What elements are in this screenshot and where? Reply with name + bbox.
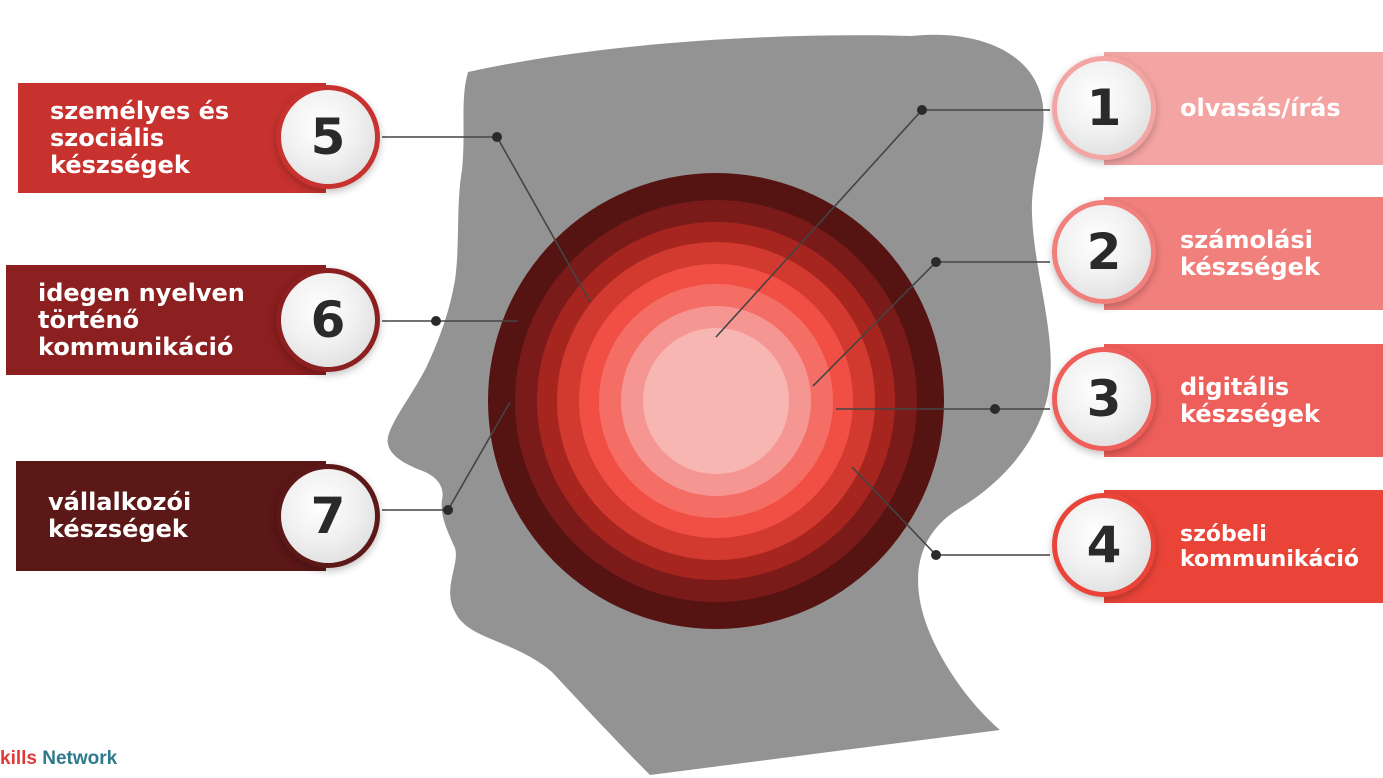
- logo-text-part-2: Network: [42, 748, 117, 769]
- network-logo-text: kills Network: [0, 748, 117, 770]
- brain-core: [643, 328, 789, 474]
- number-badge-7: 7: [276, 464, 380, 568]
- label-6-text: idegen nyelven történő kommunikáció: [38, 280, 245, 361]
- connector-dot-5: [492, 132, 502, 142]
- logo-text-part-1: kills: [0, 748, 37, 769]
- number-badge-4: 4: [1052, 493, 1156, 597]
- connector-dot-4: [931, 550, 941, 560]
- label-7-text: vállalkozói készségek: [48, 489, 191, 543]
- connector-dot-3: [990, 404, 1000, 414]
- label-5-text: személyes és szociális készségek: [50, 98, 229, 179]
- label-2-text: számolási készségek: [1180, 227, 1320, 281]
- number-badge-3: 3: [1052, 347, 1156, 451]
- connector-dot-2: [931, 257, 941, 267]
- connector-dot-7: [443, 505, 453, 515]
- number-badge-1: 1: [1052, 56, 1156, 160]
- number-badge-5: 5: [276, 85, 380, 189]
- label-3-text: digitális készségek: [1180, 374, 1320, 428]
- number-badge-6: 6: [276, 268, 380, 372]
- connector-dot-1: [917, 105, 927, 115]
- connector-dot-6: [431, 316, 441, 326]
- label-1-text: olvasás/írás: [1180, 95, 1341, 122]
- label-4-text: szóbeli kommunikáció: [1180, 522, 1359, 572]
- number-badge-2: 2: [1052, 200, 1156, 304]
